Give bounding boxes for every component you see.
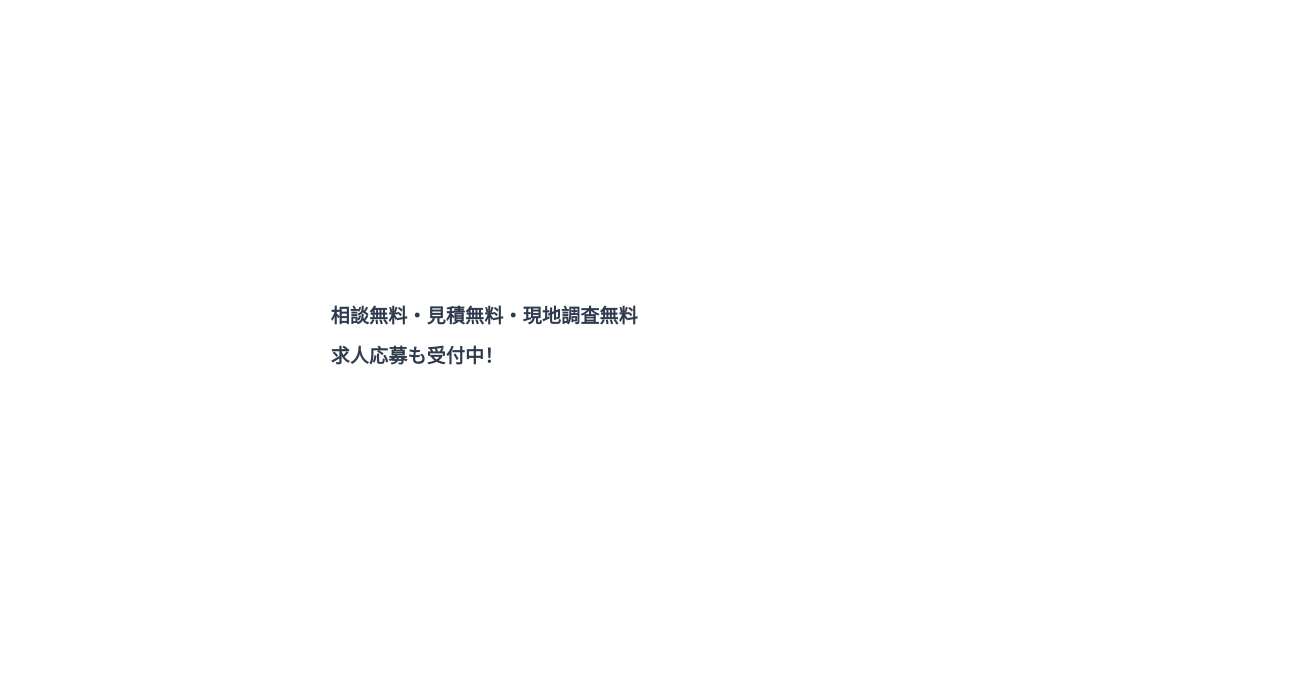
job-application-text: 求人応募も受付中！ — [331, 345, 504, 367]
hero-copy: 相談無料・見積無料・現地調査無料 求人応募も受付中！ — [331, 302, 638, 370]
free-services-text: 相談無料・見積無料・現地調査無料 — [331, 305, 639, 327]
